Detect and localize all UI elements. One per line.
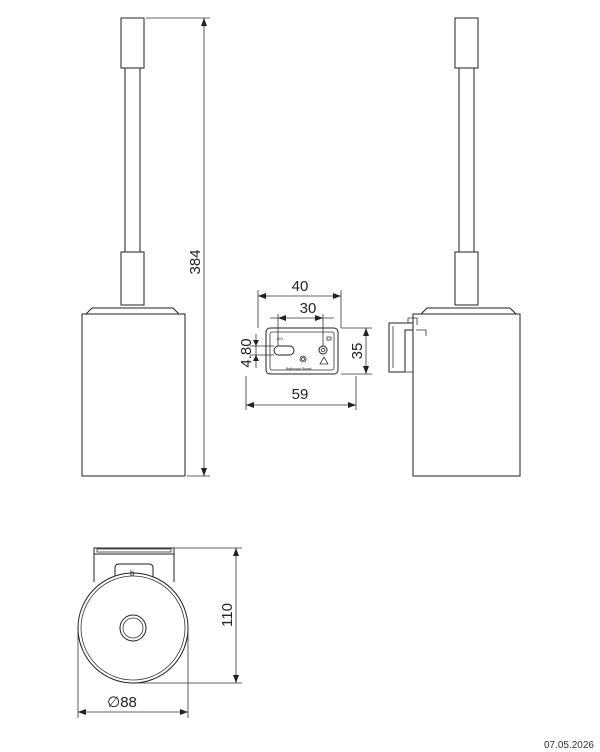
- lid-side: [419, 307, 518, 315]
- handle-lower-front: [120, 251, 145, 306]
- dim-label-384: 384: [187, 249, 204, 274]
- dim-slot-4-80: 4.80: [238, 334, 274, 368]
- wall-plate-outline: [265, 327, 339, 375]
- dim-label-35: 35: [349, 343, 366, 360]
- bracket-arm-top: [114, 563, 154, 584]
- handle-cap-front: [120, 17, 145, 69]
- dim-head-110: 110: [135, 547, 242, 684]
- dim-height-total: 384: [146, 17, 210, 477]
- diameter-symbol: ∅: [107, 694, 120, 711]
- lid-front: [84, 307, 181, 315]
- bracket-top: [93, 547, 175, 555]
- plate-small-label: EIO: [277, 337, 283, 341]
- diameter-value: 88: [120, 694, 137, 711]
- handle-lower-side: [454, 251, 479, 306]
- handle-shaft-front: [124, 67, 141, 253]
- plate-brand-label: Bathroom Brand: [286, 367, 312, 371]
- container-body-front: [81, 313, 186, 477]
- dim-plate-30: 30: [270, 300, 334, 346]
- front-view: [81, 17, 186, 477]
- warning-icon: [319, 356, 329, 365]
- handle-top: [119, 614, 147, 642]
- dim-plate-35: 35: [341, 327, 372, 375]
- dim-label-4-80: 4.80: [238, 338, 255, 367]
- mounting-slot: [273, 345, 295, 356]
- dim-label-110: 110: [219, 603, 236, 627]
- dim-plate-40: 40: [257, 278, 342, 328]
- dim-diameter-88: ∅88: [77, 630, 189, 718]
- logo-mark-icon: b: [130, 569, 135, 578]
- wall-plate: EIO Bathroom Brand: [265, 327, 339, 375]
- dim-label-59: 59: [292, 386, 309, 403]
- dim-label-30: 30: [300, 300, 317, 317]
- handle-shaft-side: [458, 67, 475, 253]
- side-view: [388, 17, 521, 477]
- wall-bracket-side: [388, 322, 414, 373]
- date-stamp: 07.05.2026: [544, 740, 594, 751]
- mounting-hole: [318, 345, 328, 355]
- dim-plate-59: 59: [245, 376, 357, 410]
- container-top: [77, 572, 189, 684]
- top-view: b: [77, 547, 189, 684]
- dim-label-40: 40: [292, 278, 309, 295]
- container-body-side: [412, 313, 521, 477]
- dim-label-diameter: ∅88: [107, 694, 137, 711]
- handle-cap-side: [454, 17, 479, 69]
